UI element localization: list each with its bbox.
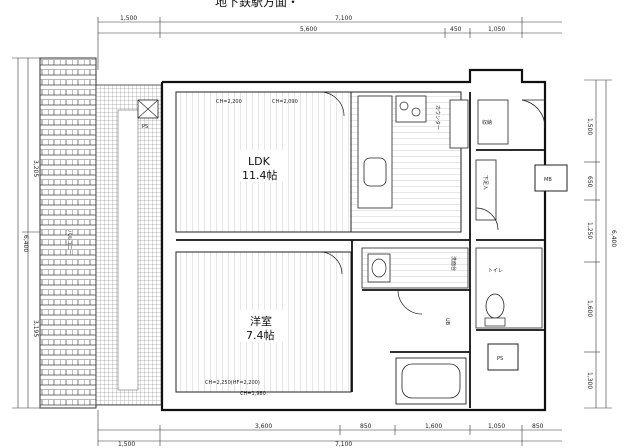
western-room-size: 7.4帖 (246, 329, 275, 342)
ps-top-label: PS (142, 124, 148, 130)
kitchen-counter: カウンター (357, 95, 441, 209)
dim-left-3195: 3,195 (32, 320, 39, 337)
wash-label: 洗面台 (450, 256, 457, 271)
interior-walls (176, 92, 545, 408)
dim-right-650: 650 (586, 176, 593, 188)
balcony-label: バルコニー (66, 230, 72, 255)
right-dimensions (584, 79, 612, 409)
mb-box (534, 164, 568, 192)
dim-top-main: 5,600 (300, 26, 317, 33)
ps-box-bottom (487, 343, 519, 371)
western-room-name: 洋室 (250, 314, 272, 328)
bottom-dimensions (97, 410, 562, 446)
ch-2200-label: CH=2,200 (216, 99, 242, 105)
dim-top-left: 1,500 (120, 15, 137, 22)
interior-doors (319, 91, 499, 315)
left-dimensions (12, 57, 40, 409)
dim-right-1500: 1,500 (586, 118, 593, 135)
ldk-size: 11.4帖 (242, 169, 278, 182)
counter-label: カウンター (434, 105, 441, 130)
dim-bottom-overall: 7,100 (335, 441, 352, 448)
plan-title: 地下鉄駅方面・ (215, 0, 299, 9)
wash-basin (367, 253, 391, 283)
fridge-space (449, 99, 469, 149)
dim-right-1250: 1,250 (586, 222, 593, 239)
dim-right-1600: 1,600 (586, 300, 593, 317)
toilet-label: トイレ (488, 268, 503, 274)
entrance-door (521, 99, 546, 129)
ldk-name: LDK (248, 155, 271, 168)
closet (477, 99, 509, 145)
closet-label: 収納 (482, 119, 492, 126)
dim-bottom-left: 1,500 (118, 441, 135, 448)
dim-bottom-3600: 3,600 (255, 423, 272, 430)
ub-label: UB (444, 318, 450, 326)
dim-top-450: 450 (450, 26, 462, 33)
ch-2250-label: CH=2,250(HF=2,200) (205, 380, 260, 386)
shoe-cabinet (475, 159, 497, 221)
dim-left-3205: 3,205 (32, 160, 39, 177)
dim-left-6400: 6,400 (22, 235, 29, 252)
dim-top-1050: 1,050 (488, 26, 505, 33)
shoes-label: 下足入 (482, 175, 488, 190)
top-dimensions (97, 17, 562, 70)
dim-bottom-1050: 1,050 (488, 423, 505, 430)
toilet-room (475, 247, 543, 329)
toilet-bowl (485, 293, 505, 319)
dim-bottom-1600: 1,600 (425, 423, 442, 430)
balcony: バルコニー (39, 57, 163, 409)
ch-2090-label: CH=2,090 (272, 99, 298, 105)
dim-right-1300: 1,300 (586, 372, 593, 389)
dim-top-overall: 7,100 (335, 15, 352, 22)
mb-label: MB (544, 177, 552, 183)
outer-walls (160, 68, 547, 412)
dim-right-6400: 6,400 (610, 230, 617, 247)
ch-1980-label: CH=1,980 (240, 391, 266, 397)
ps-bottom-label: PS (497, 356, 503, 362)
dim-bottom-850b: 850 (532, 423, 544, 430)
dim-bottom-850a: 850 (360, 423, 372, 430)
